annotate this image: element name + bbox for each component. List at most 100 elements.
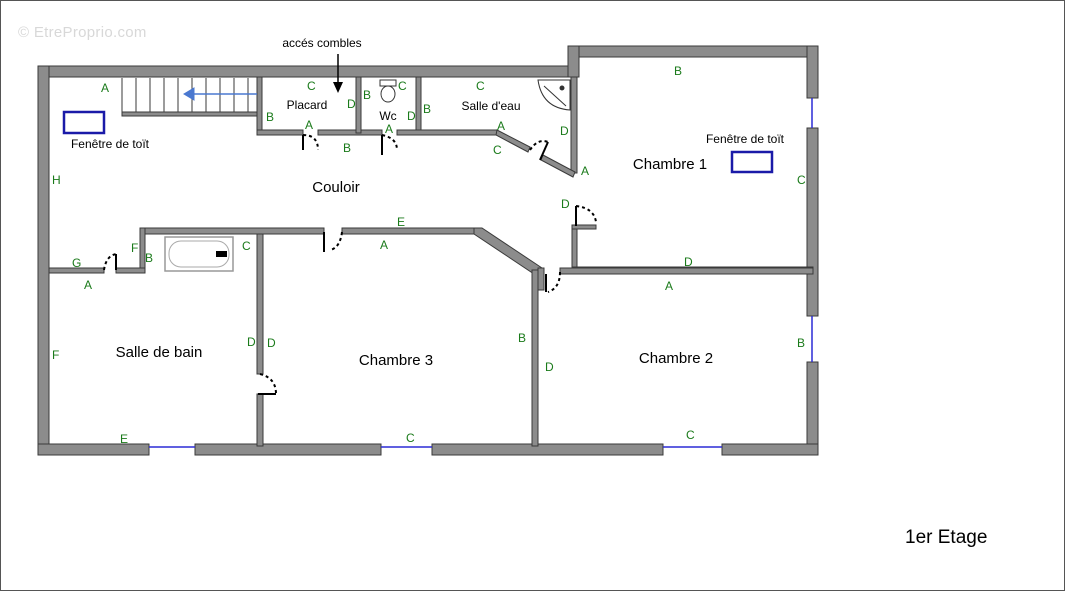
door-leaves <box>115 135 577 395</box>
ch1-door-stub <box>571 224 597 230</box>
stair-arrow-icon <box>183 87 195 101</box>
outer-wall-step <box>567 45 580 78</box>
placard-wall-left <box>256 76 263 136</box>
wall-label: C <box>797 173 806 187</box>
ch2-wall-top <box>559 267 814 275</box>
placard-wall-bottom-left <box>256 129 304 136</box>
wc-eau-wall <box>415 76 422 134</box>
wall-label: D <box>267 336 276 350</box>
wall-label: B <box>145 251 153 265</box>
door-wc <box>381 134 398 155</box>
room-chambre3: Chambre 3 <box>359 352 433 369</box>
shower-icon <box>537 79 571 111</box>
wall-label: A <box>385 122 393 136</box>
wall-label: B <box>518 331 526 345</box>
outer-wall-right-lower <box>806 361 819 456</box>
bathtub-icon <box>164 236 234 272</box>
stair-wall <box>121 111 263 117</box>
outer-wall-bottom-4 <box>721 443 819 456</box>
wall-label: D <box>560 124 569 138</box>
wall-label: A <box>665 279 673 293</box>
annotation-acces-combles: accés combles <box>282 36 361 50</box>
wall-label: B <box>343 141 351 155</box>
wall-label: A <box>380 238 388 252</box>
room-salle-eau: Salle d'eau <box>461 99 520 113</box>
sdb-ch3-wall-lower <box>256 393 264 447</box>
room-wc: Wc <box>379 109 396 123</box>
wall-label: C <box>493 143 502 157</box>
sdb-wall-top-left <box>48 267 105 274</box>
skylight-left-icon <box>62 110 106 135</box>
sdb-ch3-wall-upper <box>256 233 264 375</box>
door-sdb <box>103 253 117 271</box>
eau-wall-bottom <box>396 129 498 136</box>
door-placard <box>302 134 319 151</box>
door-chambre1 <box>575 205 597 223</box>
wall-label: B <box>266 110 274 124</box>
outer-wall-top-left <box>37 65 571 78</box>
wall-label: D <box>347 97 356 111</box>
wall-label: G <box>72 256 81 270</box>
room-placard: Placard <box>287 98 328 112</box>
door-chambre3 <box>323 231 343 251</box>
outer-wall-bottom-3 <box>431 443 664 456</box>
wall-label: H <box>52 173 61 187</box>
wall-label: B <box>674 64 682 78</box>
wall-label: E <box>120 432 128 446</box>
door-salle-eau <box>529 140 549 151</box>
ch3-ch2-wall-b <box>537 267 545 291</box>
wall-label: C <box>406 431 415 445</box>
wall-labels: A C D B A B C D A B B C A D C B A C D D … <box>52 64 806 446</box>
wall-label: D <box>407 109 416 123</box>
outer-wall-right-upper <box>806 45 819 99</box>
wall-label: E <box>397 215 405 229</box>
couloir-ch3-wall-diagonal <box>473 227 543 275</box>
wall-label: C <box>242 239 251 253</box>
door-sdb-ch3 <box>259 373 277 395</box>
annotation-arrow-icon <box>333 54 343 93</box>
ch3-ch2-wall-a <box>531 269 539 447</box>
wall-label: A <box>581 164 589 178</box>
room-salle-bain: Salle de bain <box>116 344 203 361</box>
eau-wall-right <box>570 76 578 174</box>
wall-label: B <box>423 102 431 116</box>
wall-label: A <box>101 81 109 95</box>
floor-label: 1er Etage <box>905 527 988 548</box>
wall-label: F <box>52 348 59 362</box>
wall-label: A <box>305 118 313 132</box>
wall-label: C <box>307 79 316 93</box>
sdb-wall-top-right <box>115 267 146 274</box>
room-chambre2: Chambre 2 <box>639 350 713 367</box>
outer-wall-top-right <box>567 45 819 58</box>
wall-label: C <box>476 79 485 93</box>
room-chambre1: Chambre 1 <box>633 156 707 173</box>
skylight-right-icon <box>730 150 774 174</box>
outer-wall-bottom-2 <box>194 443 382 456</box>
wall-label: B <box>797 336 805 350</box>
outer-wall-left <box>37 65 50 456</box>
skylight-left-label: Fenêtre de toït <box>71 137 150 151</box>
wall-label: A <box>84 278 92 292</box>
placard-wall-bottom-right <box>317 129 383 136</box>
wall-label: A <box>497 119 505 133</box>
wall-label: B <box>363 88 371 102</box>
watermark: © EtreProprio.com <box>18 24 147 41</box>
eau-wall-diagonal <box>495 129 531 153</box>
toilet-icon <box>379 79 397 103</box>
ch1-wall-left-lower <box>571 225 578 273</box>
wall-label: D <box>247 335 256 349</box>
skylight-right-label: Fenêtre de toït <box>706 132 785 146</box>
wall-label: C <box>686 428 695 442</box>
outer-wall-bottom-1 <box>37 443 150 456</box>
wall-label: F <box>131 241 138 255</box>
wall-label: D <box>545 360 554 374</box>
outer-wall-right-middle <box>806 127 819 317</box>
wall-label: C <box>398 79 407 93</box>
couloir-ch3-wall-top <box>341 227 479 235</box>
eau-door-wall <box>540 154 576 178</box>
windows <box>149 98 813 448</box>
staircase <box>121 78 257 112</box>
room-couloir: Couloir <box>312 179 360 196</box>
wall-label: D <box>561 197 570 211</box>
